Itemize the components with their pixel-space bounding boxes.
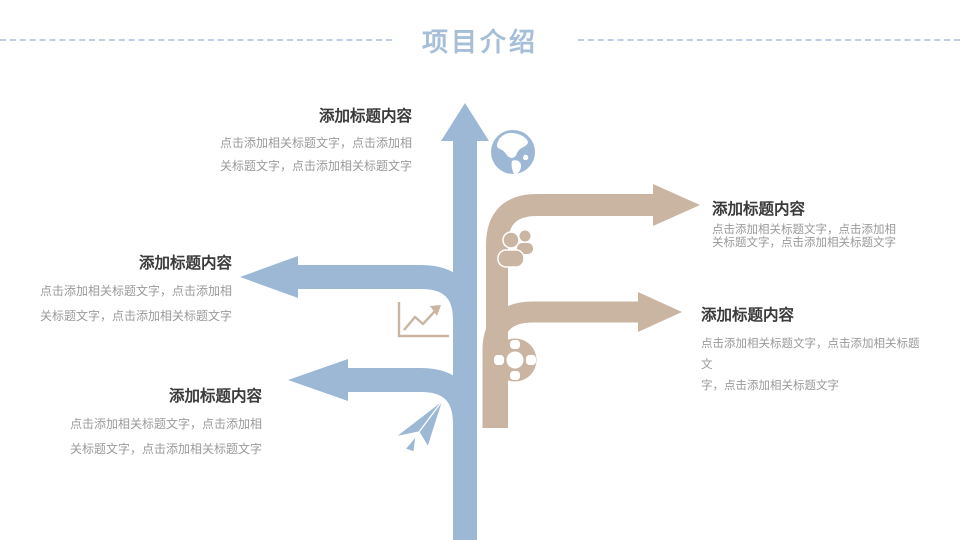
title-dash-right <box>578 39 960 41</box>
block-title: 添加标题内容 <box>138 255 232 272</box>
branch-arrow-left-2 <box>288 359 477 490</box>
block-body-line: 关标题文字，点击添加相关标题文字 <box>219 159 412 173</box>
people-icon <box>489 230 533 268</box>
text-block-middle-left: 添加标题内容 点击添加相关标题文字，点击添加相 关标题文字，点击添加相关标题文字 <box>12 251 232 329</box>
text-block-bottom-right: 添加标题内容 点击添加相关标题文字，点击添加相关标题文 字，点击添加相关标题文字 <box>701 303 923 397</box>
block-body-line: 点击添加相关标题文字，点击添加相 <box>712 224 896 236</box>
block-body-line: 字，点击添加相关标题文字 <box>701 380 839 392</box>
block-body-line: 点击添加相关标题文字，点击添加相 <box>39 284 232 298</box>
chart-icon <box>397 302 449 338</box>
title-dash-left <box>0 39 392 41</box>
text-block-bottom-left: 添加标题内容 点击添加相关标题文字，点击添加相 关标题文字，点击添加相关标题文字 <box>42 384 262 462</box>
block-body-line: 点击添加相关标题文字，点击添加相关标题文 <box>701 338 920 371</box>
text-block-top-left: 添加标题内容 点击添加相关标题文字，点击添加相 关标题文字，点击添加相关标题文字 <box>197 104 412 178</box>
branch-arrow-right-2 <box>482 292 682 428</box>
block-title: 添加标题内容 <box>701 307 795 324</box>
block-body-line: 关标题文字，点击添加相关标题文字 <box>39 309 232 323</box>
block-body-line: 点击添加相关标题文字，点击添加相 <box>69 417 262 431</box>
block-title: 添加标题内容 <box>168 388 262 405</box>
block-title: 添加标题内容 <box>318 108 412 125</box>
lifebuoy-icon <box>493 338 537 382</box>
block-title: 添加标题内容 <box>712 201 806 218</box>
page-title: 项目介绍 <box>421 27 538 57</box>
branch-arrow-left-1 <box>240 256 477 362</box>
paper-plane-icon <box>394 399 444 453</box>
block-body-line: 点击添加相关标题文字，点击添加相 <box>219 136 412 150</box>
block-body-line: 关标题文字，点击添加相关标题文字 <box>69 442 262 456</box>
text-block-top-right: 添加标题内容 点击添加相关标题文字，点击添加相 关标题文字，点击添加相关标题文字 <box>712 197 927 250</box>
block-body-line: 关标题文字，点击添加相关标题文字 <box>712 237 896 249</box>
globe-icon <box>491 130 535 175</box>
